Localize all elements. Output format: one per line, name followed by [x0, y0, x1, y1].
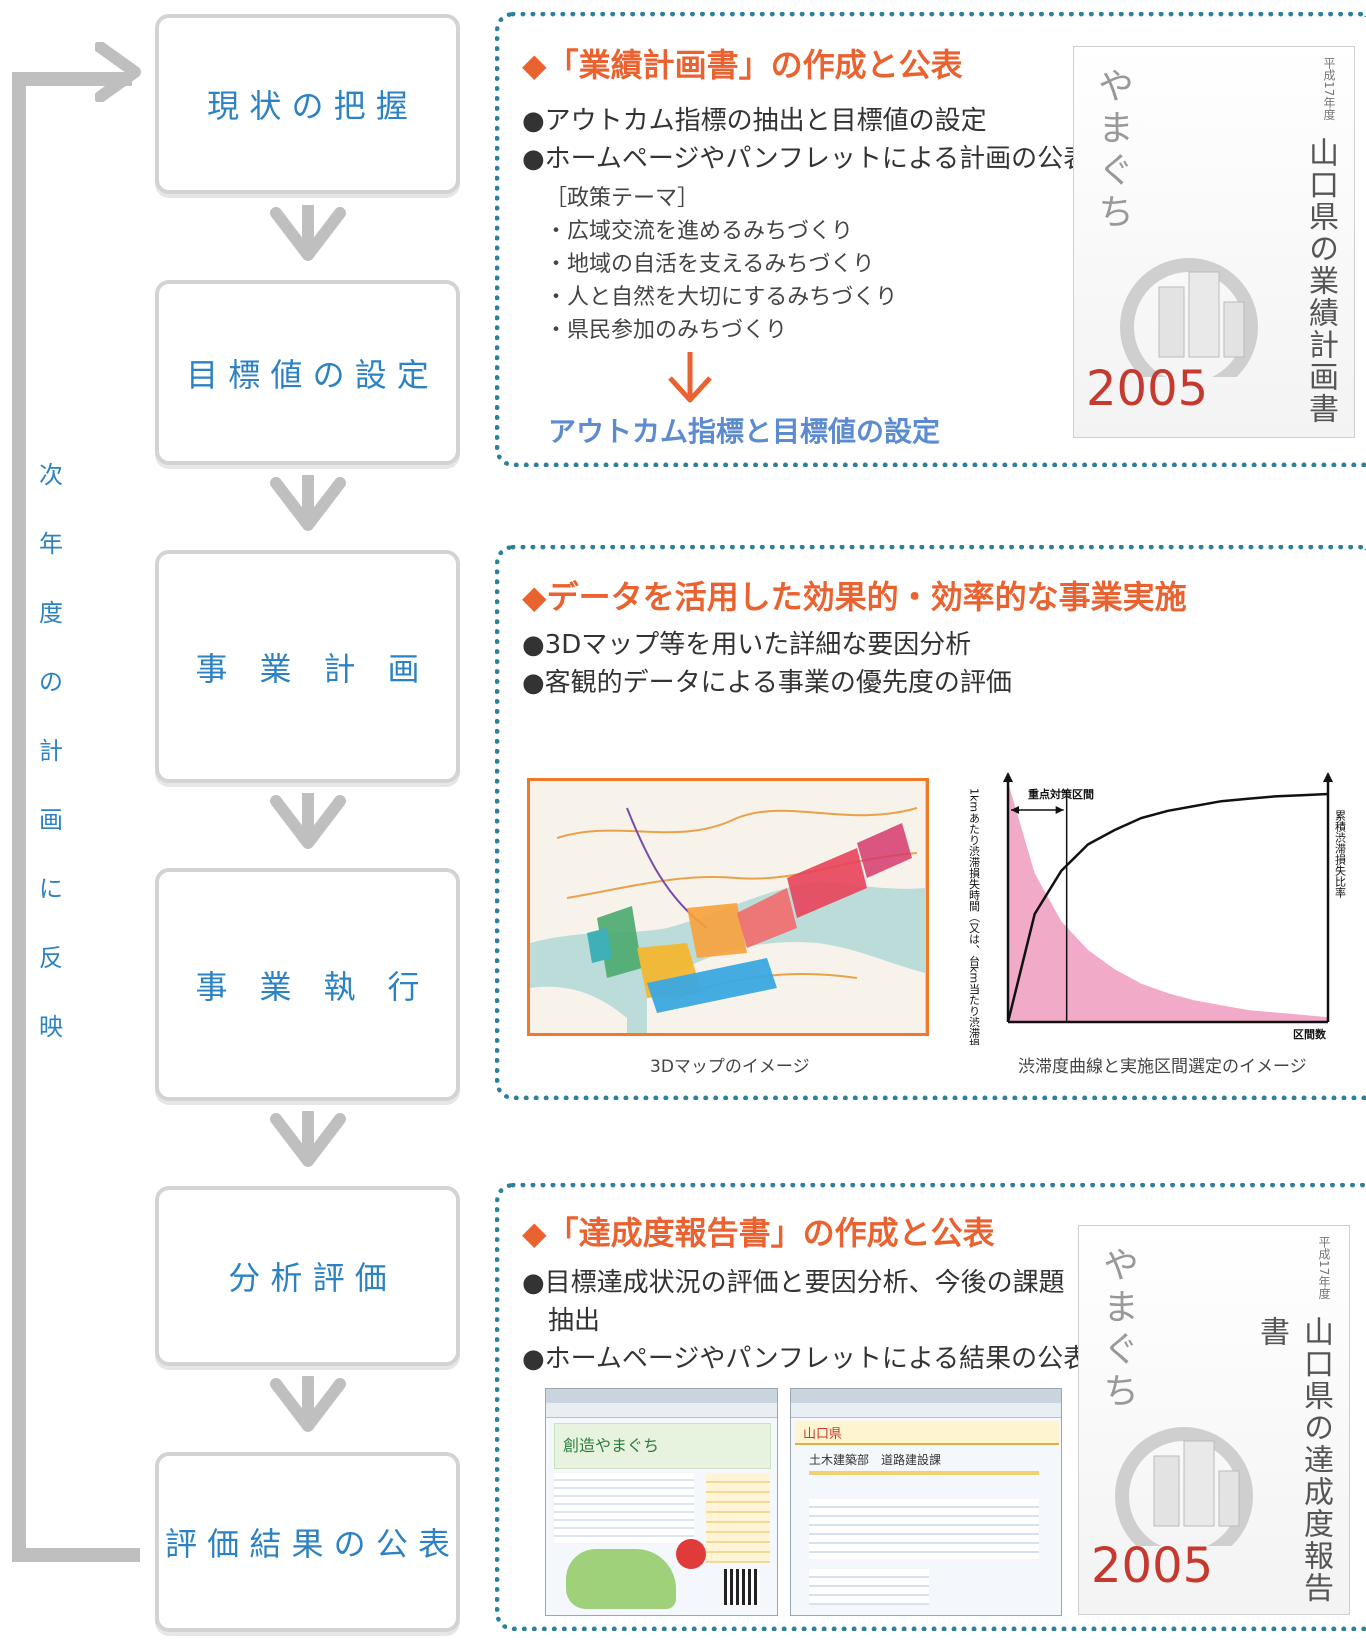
cover-title: 山口県の業績計画書 — [1303, 137, 1338, 425]
down-arrow-icon — [270, 205, 346, 261]
site-link-list — [554, 1473, 694, 1543]
site-map-illustration — [566, 1549, 676, 1609]
theme-item: ・人と自然を大切にするみちづくり — [545, 285, 898, 310]
loop-line-vertical — [12, 72, 26, 1562]
site-title: 山口県 — [803, 1427, 843, 1442]
panel-achievement-report — [495, 1183, 1366, 1631]
x-axis-label: 区間数 — [1293, 1027, 1327, 1041]
y-axis-left-arrowhead — [1003, 772, 1013, 782]
chart-caption: 渋滞度曲線と実施区間選定のイメージ — [1018, 1057, 1307, 1077]
loop-char: の — [39, 668, 63, 696]
step-box-analysis-evaluation: 分 析 評 価 — [155, 1186, 460, 1366]
priority-range-arrowhead — [1055, 806, 1064, 814]
step-label: 現 状 の 把 握 — [207, 87, 408, 125]
cover-logo: やまぐち — [1092, 67, 1133, 235]
cover-title: 山口県の達成度報告書 — [1254, 1316, 1333, 1604]
cover-illustration — [1115, 1427, 1253, 1546]
site-link-list — [809, 1499, 1039, 1559]
panel-data-utilization — [495, 545, 1366, 1100]
priority-annotation: 重点対策区間 — [1028, 787, 1094, 801]
theme-item: ・県民参加のみちづくり — [545, 318, 788, 343]
loop-label: 次 年 度 の 計 画 に 反 映 — [36, 455, 66, 1076]
step-box-target-setting: 目 標 値 の 設 定 — [155, 280, 460, 465]
site-rule — [809, 1471, 1039, 1475]
browser-bar — [546, 1389, 777, 1403]
y-axis-label-right: 累積渋滞損失比率 — [1334, 810, 1347, 899]
panel1-heading: ◆「業績計画書」の作成と公表 — [522, 46, 963, 84]
down-arrow-icon — [270, 793, 346, 849]
loop-line-bottom — [12, 1548, 140, 1562]
step-box-business-execution: 事 業 執 行 — [155, 868, 460, 1101]
map-caption: 3Dマップのイメージ — [650, 1057, 810, 1077]
step-box-publish-results: 評 価 結 果 の 公 表 — [155, 1452, 460, 1632]
panel2-bullet: ●客観的データによる事業の優先度の評価 — [522, 668, 1012, 698]
panel1-result: アウトカム指標と目標値の設定 — [548, 415, 941, 448]
website-screenshot-yamaguchi: 創造やまぐち — [545, 1388, 778, 1616]
cover-illustration — [1120, 258, 1258, 377]
loop-char: 画 — [39, 806, 63, 834]
performance-plan-cover: やまぐち 平成17年度 山口県の業績計画書 2005 — [1073, 46, 1355, 438]
loop-char: 映 — [39, 1013, 63, 1041]
step-label: 分 析 評 価 — [228, 1259, 387, 1297]
loop-char: 度 — [39, 599, 63, 627]
panel3-heading: ◆「達成度報告書」の作成と公表 — [522, 1214, 995, 1252]
browser-toolbar — [791, 1403, 1061, 1418]
site-side-menu — [706, 1473, 770, 1563]
theme-item: ・地域の自活を支えるみちづくり — [545, 252, 875, 277]
priority-range-arrowhead — [1011, 806, 1019, 814]
panel3-bullet: ●目標達成状況の評価と要因分析、今後の課題 — [522, 1268, 1065, 1298]
cumulative-line-series — [1006, 792, 1329, 1023]
down-arrow-icon — [270, 1111, 346, 1167]
loop-char: 次 — [39, 461, 63, 489]
loop-char: 計 — [39, 737, 63, 765]
y-axis-right-arrowhead — [1323, 772, 1333, 782]
site-link-list — [809, 1569, 929, 1605]
step-label: 事 業 計 画 — [195, 649, 420, 688]
cover-fiscal-year: 平成17年度 — [1322, 57, 1336, 121]
loop-arrowhead-icon — [95, 42, 141, 102]
cover-logo: やまぐち — [1097, 1246, 1138, 1414]
y-axis-label-left: 1kmあたり渋滞損失時間（又は、台km当たり渋滞損失時間） — [968, 788, 981, 1045]
browser-bar — [791, 1389, 1061, 1403]
theme-item: ・広域交流を進めるみちづくり — [545, 219, 854, 244]
panel1-bullet: ●ホームページやパンフレットによる計画の公表 — [522, 144, 1090, 174]
panel1-bullet: ●アウトカム指標の抽出と目標値の設定 — [522, 106, 987, 136]
loop-char: 反 — [39, 944, 63, 972]
decay-area-series — [1008, 782, 1328, 1022]
cover-fiscal-year: 平成17年度 — [1317, 1236, 1331, 1300]
loop-line-top — [12, 72, 132, 86]
site-header: 山口県 — [795, 1421, 1059, 1445]
down-arrow-icon — [270, 475, 346, 531]
panel-performance-plan — [495, 12, 1366, 467]
achievement-report-cover: やまぐち 平成17年度 山口県の達成度報告書 2005 — [1078, 1225, 1350, 1615]
cover-year: 2005 — [1091, 1538, 1214, 1594]
site-heading: 土木建築部 道路建設課 — [809, 1453, 942, 1467]
loop-char: 年 — [39, 530, 63, 558]
cover-year: 2005 — [1086, 361, 1209, 417]
result-arrow-icon — [668, 352, 712, 403]
3d-map-image — [527, 778, 929, 1036]
step-label: 評 価 結 果 の 公 表 — [164, 1525, 451, 1563]
down-arrow-icon — [270, 1376, 346, 1432]
qr-code-icon — [724, 1569, 760, 1605]
website-screenshot-road-dept: 山口県 土木建築部 道路建設課 — [790, 1388, 1062, 1616]
theme-title: ［政策テーマ］ — [545, 186, 700, 211]
panel2-heading: ◆データを活用した効果的・効率的な事業実施 — [522, 578, 1187, 616]
step-box-business-plan: 事 業 計 画 — [155, 550, 460, 783]
step-box-current-state: 現 状 の 把 握 — [155, 14, 460, 194]
site-badge — [676, 1539, 706, 1569]
site-title: 創造やまぐち — [563, 1436, 660, 1455]
step-label: 事 業 執 行 — [195, 967, 420, 1006]
panel3-bullet: ●ホームページやパンフレットによる結果の公表 — [522, 1344, 1090, 1374]
panel3-bullet-continuation: 抽出 — [548, 1306, 601, 1336]
step-label: 目 標 値 の 設 定 — [186, 355, 429, 394]
panel2-bullet: ●3Dマップ等を用いた詳細な要因分析 — [522, 630, 972, 660]
browser-toolbar — [546, 1403, 777, 1418]
site-banner: 創造やまぐち — [554, 1423, 771, 1469]
loop-char: に — [39, 875, 63, 903]
